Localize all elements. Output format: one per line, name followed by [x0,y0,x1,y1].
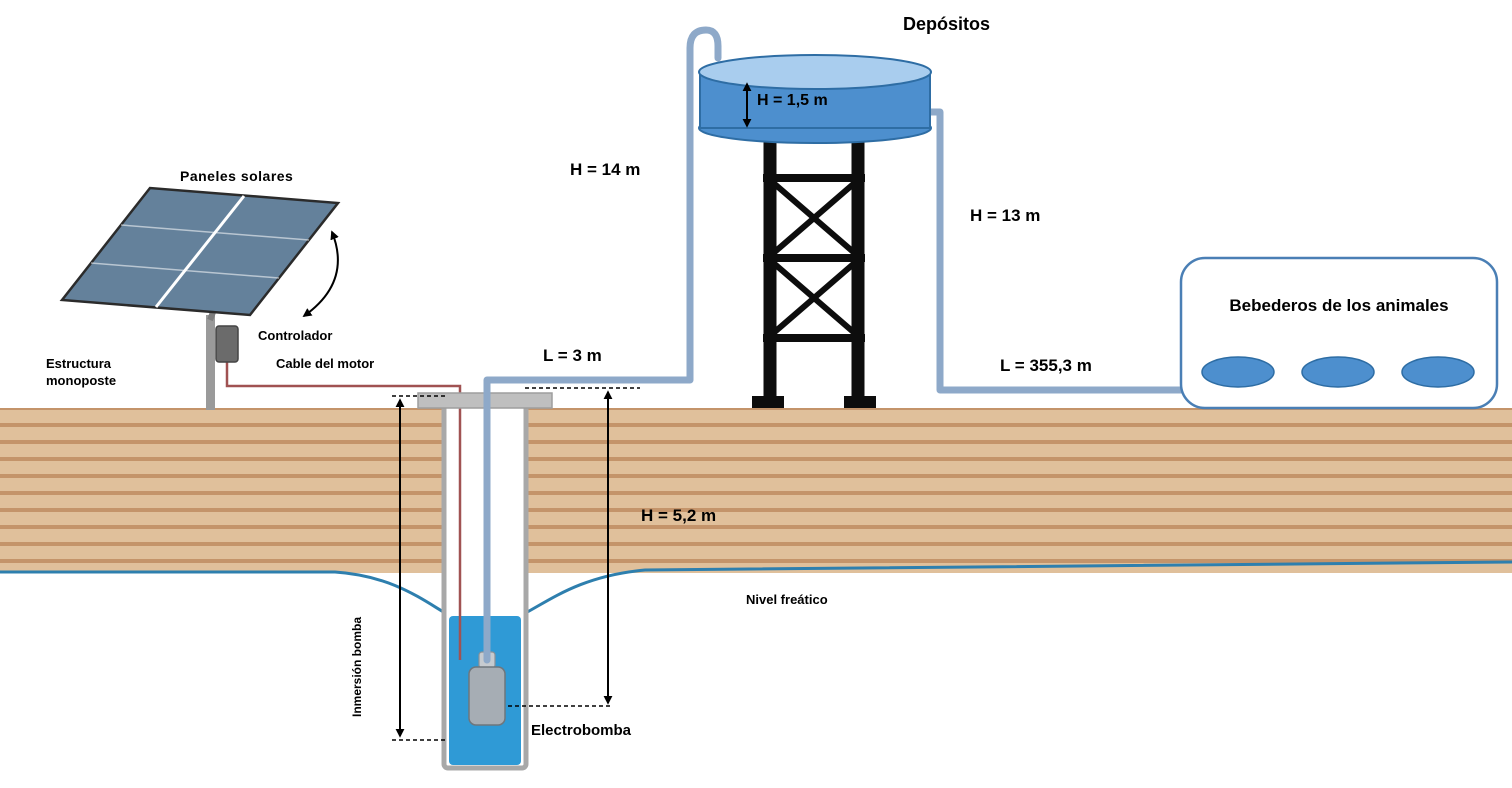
trough [1401,356,1475,388]
submersible-pump [468,666,506,726]
motor-cable-label: Cable del motor [276,356,375,371]
tower-brace [768,177,860,259]
pump-label: Electrobomba [531,722,632,739]
controller-label: Controlador [258,328,333,343]
tower-foot [752,396,784,408]
outlet-pipe [924,108,1187,394]
riser-height-label: H = 14 m [570,160,641,179]
well-depth-label: H = 5,2 m [641,506,717,525]
tank-lid [698,54,932,90]
outlet-height-label: H = 13 m [970,206,1041,225]
monopost-label: Estructura monoposte [46,356,117,388]
tank-tower [752,135,876,408]
water-table-line [0,560,1512,619]
panel-divider [154,195,246,308]
trough [1301,356,1375,388]
tank-height-label: H = 1,5 m [757,92,828,109]
controller-box [215,325,239,363]
pump-immersion-label: Inmersión bomba [350,617,364,718]
troughs-title-label: Bebederos de los animales [1229,296,1449,315]
troughs-panel [1179,256,1499,410]
solar-panels-label: Paneles solares [180,168,294,184]
panel-gridline [90,262,280,279]
well-pipe-length-label: L = 3 m [543,346,602,365]
trough [1201,356,1275,388]
riser-pipe [483,26,722,664]
tilt-angle-arrow [302,230,339,318]
tower-foot [844,396,876,408]
tower-brace [768,257,860,339]
water-table-label: Nivel freático [746,592,828,607]
tank-title-label: Depósitos [903,14,991,34]
monopost-pole [206,315,215,410]
panel-gridline [120,224,310,241]
motor-cable-line [225,362,462,660]
solar-array [59,186,341,410]
water-tank [698,54,932,144]
trough-pipe-length-label: L = 355,3 m [1000,356,1092,375]
ground-layers [0,408,1512,573]
